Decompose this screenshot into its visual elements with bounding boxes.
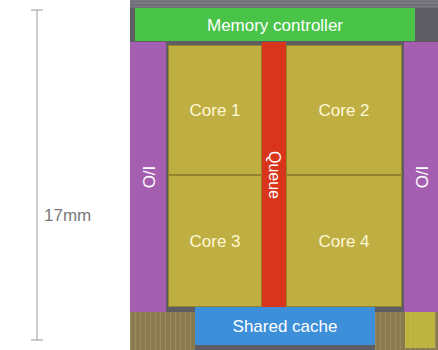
die-edge <box>130 0 438 8</box>
die-ground <box>130 0 438 350</box>
core-block: Core 2 <box>286 45 402 175</box>
block-label: Core 3 <box>189 233 240 250</box>
core-block: Core 1 <box>168 45 262 175</box>
block-label: Core 4 <box>318 233 369 250</box>
block-label: I/O <box>413 166 430 189</box>
die-detail <box>375 312 438 350</box>
core-block: Core 4 <box>286 175 402 307</box>
block-label: Core 2 <box>318 102 369 119</box>
dimension-line <box>37 10 38 340</box>
queue-band: Queue <box>262 42 286 307</box>
block-label: Core 1 <box>189 102 240 119</box>
io-band: I/O <box>130 42 166 312</box>
die-detail <box>405 312 435 348</box>
dimension-tick <box>31 340 43 341</box>
shared-cache-band: Shared cache <box>195 307 375 345</box>
block-label: Memory controller <box>207 16 343 33</box>
die-detail <box>130 312 195 350</box>
block-label: I/O <box>140 166 157 189</box>
dimension-label: 17mm <box>44 206 91 226</box>
block-label: Shared cache <box>233 318 338 335</box>
block-label: Queue <box>266 150 282 198</box>
core-block: Core 3 <box>168 175 262 307</box>
dimension-tick <box>31 10 43 11</box>
memory-controller-band: Memory controller <box>135 8 415 41</box>
io-band: I/O <box>404 42 438 312</box>
